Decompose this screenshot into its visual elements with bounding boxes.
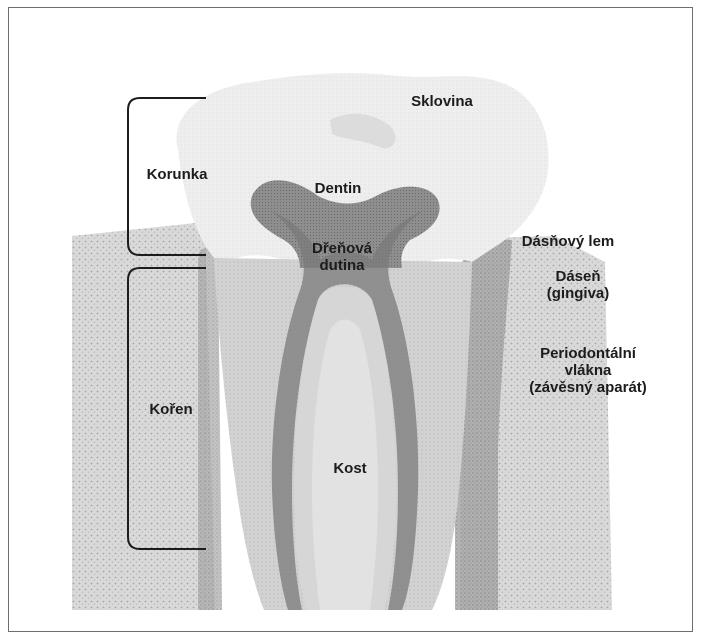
label-dasen-line-1: Dáseň (518, 268, 638, 285)
label-drenova-line-2: dutina (290, 257, 394, 274)
label-periodontalni-line-1: Periodontální (488, 345, 688, 362)
label-dasnovy-lem: Dásňový lem (508, 233, 628, 250)
label-koren: Kořen (136, 401, 206, 418)
label-periodontalni-line-3: (závěsný aparát) (488, 379, 688, 396)
label-sklovina: Sklovina (392, 93, 492, 110)
label-periodontalni: Periodontální vlákna (závěsný aparát) (488, 345, 688, 396)
label-drenova-dutina: Dřeňová dutina (290, 240, 394, 274)
label-dasen-line-2: (gingiva) (518, 285, 638, 302)
label-kost: Kost (320, 460, 380, 477)
label-periodontalni-line-2: vlákna (488, 362, 688, 379)
label-dentin: Dentin (298, 180, 378, 197)
label-dasen: Dáseň (gingiva) (518, 268, 638, 302)
label-korunka: Korunka (134, 166, 220, 183)
label-drenova-line-1: Dřeňová (290, 240, 394, 257)
